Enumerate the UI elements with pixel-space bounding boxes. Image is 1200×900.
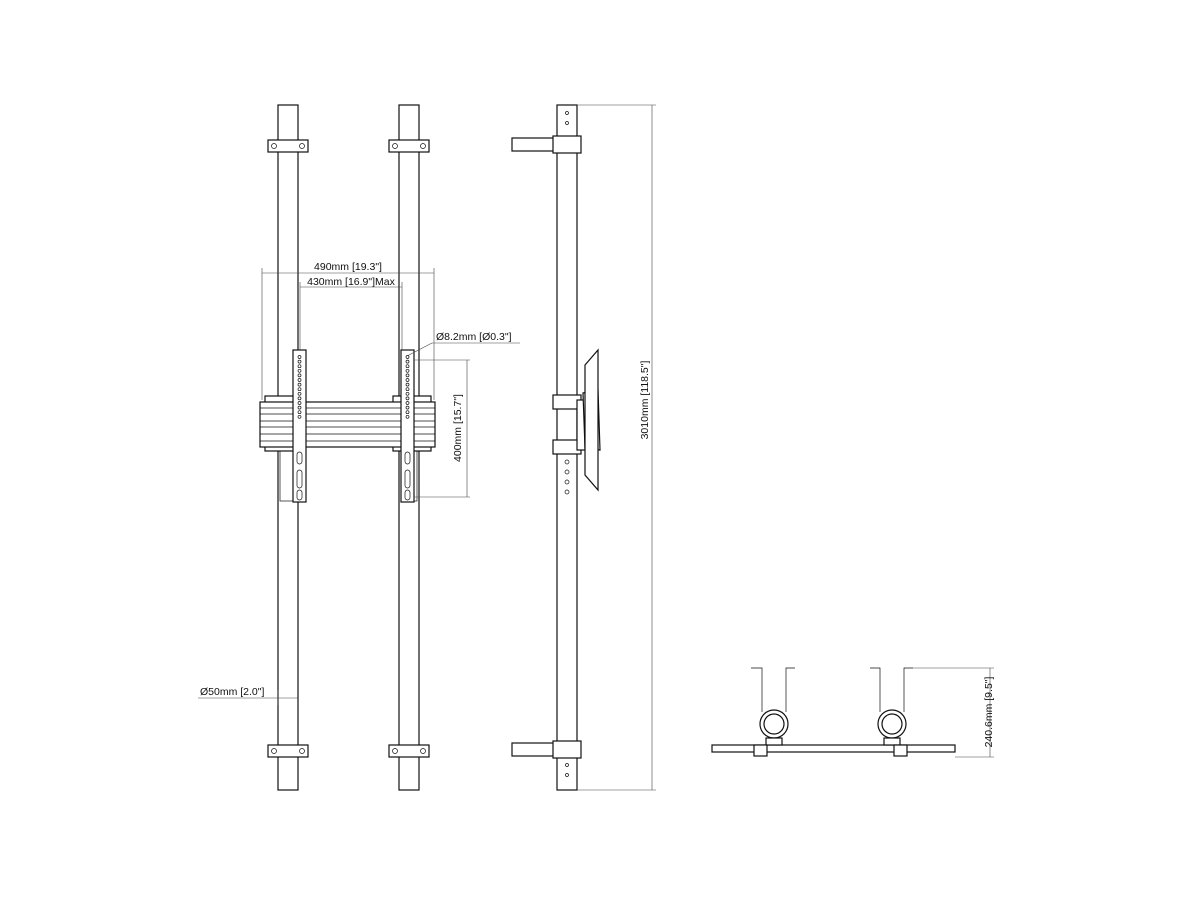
dimension-pole-diameter: Ø50mm [2.0"]	[200, 686, 264, 698]
slot	[296, 451, 303, 465]
front-view	[259, 104, 436, 791]
mounting-hole	[405, 359, 410, 364]
dimension-vertical-spacing: 400mm [15.7"]	[452, 394, 464, 462]
dimension-depth: 240.6mm [9.5"]	[983, 677, 995, 748]
mounting-hole	[405, 387, 410, 392]
mounting-hole	[297, 364, 302, 369]
mounting-hole	[297, 414, 302, 419]
slot	[296, 489, 303, 501]
slot	[296, 469, 303, 489]
dimension-max-spacing: 430mm [16.9"]Max	[307, 276, 396, 288]
dimension-mount-width: 490mm [19.3"]	[314, 261, 382, 273]
mounting-hole	[297, 355, 302, 359]
mounting-hole	[405, 368, 410, 373]
mounting-hole	[297, 410, 302, 415]
mounting-hole	[297, 373, 302, 378]
top-view	[711, 667, 956, 757]
mounting-hole	[405, 405, 410, 410]
mounting-hole	[405, 396, 410, 401]
dimension-total-height: 3010mm [118.5"]	[639, 361, 651, 440]
mounting-hole	[405, 401, 410, 405]
side-view	[511, 104, 601, 791]
mounting-hole	[297, 378, 302, 382]
mounting-hole	[297, 396, 302, 401]
mounting-hole	[405, 382, 410, 387]
slot	[404, 451, 411, 465]
mounting-hole	[405, 378, 410, 382]
mounting-hole	[405, 414, 410, 419]
slot	[404, 469, 411, 489]
dimension-hole-diameter: Ø8.2mm [Ø0.3"]	[436, 331, 512, 343]
mounting-hole	[297, 368, 302, 373]
dimension-lines	[198, 104, 994, 791]
mounting-hole	[405, 373, 410, 378]
mounting-hole	[297, 391, 302, 396]
mounting-hole	[405, 364, 410, 369]
mounting-hole	[297, 359, 302, 364]
mounting-hole	[297, 382, 302, 387]
vesa-bracket	[292, 349, 415, 503]
wall-bracket	[267, 139, 430, 758]
mounting-hole	[297, 401, 302, 405]
mounting-hole	[297, 405, 302, 410]
mounting-hole	[405, 391, 410, 396]
mounting-hole	[405, 410, 410, 415]
slot	[404, 489, 411, 501]
mounting-hole	[297, 387, 302, 392]
